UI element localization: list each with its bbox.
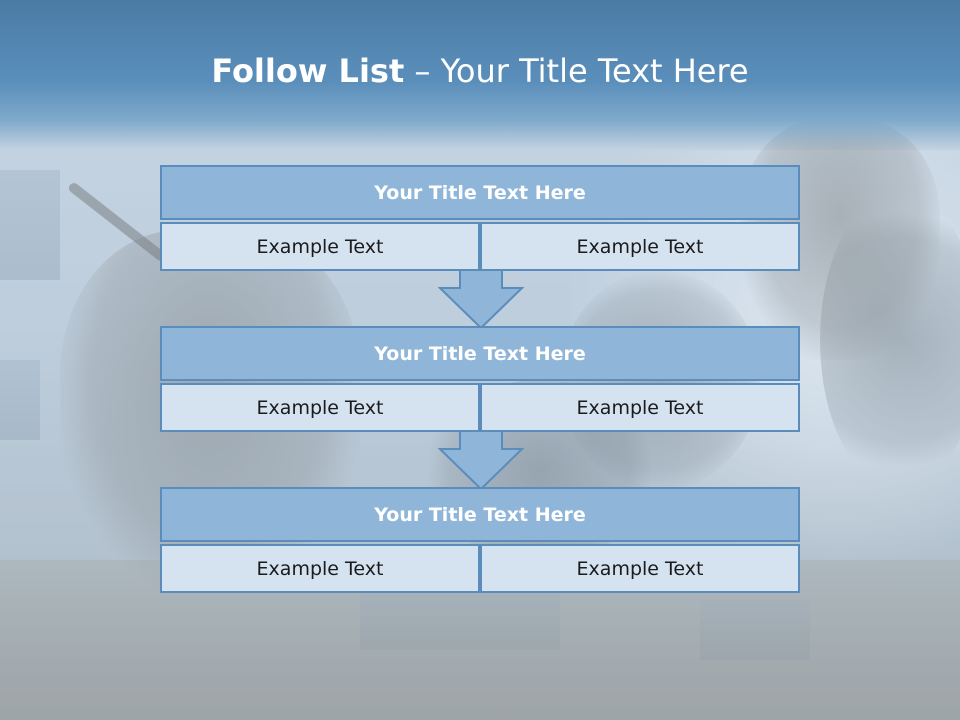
block-title: Your Title Text Here [160,326,800,381]
block-cell-left: Example Text [160,222,480,271]
block-cell-left: Example Text [160,383,480,432]
block-cell-right: Example Text [480,383,800,432]
list-block: Your Title Text Here Example Text Exampl… [160,487,800,593]
list-block: Your Title Text Here Example Text Exampl… [160,326,800,432]
header-band [0,0,960,150]
background-hive [0,170,60,280]
slide-title-rest: – Your Title Text Here [404,52,749,90]
down-arrow-icon [438,431,524,491]
block-title: Your Title Text Here [160,165,800,220]
block-title: Your Title Text Here [160,487,800,542]
block-cell-right: Example Text [480,544,800,593]
slide-title: Follow List – Your Title Text Here [0,52,960,90]
list-block: Your Title Text Here Example Text Exampl… [160,165,800,271]
down-arrow-icon [438,270,524,330]
block-cell-left: Example Text [160,544,480,593]
block-cell-right: Example Text [480,222,800,271]
background-hive [0,360,40,440]
slide-title-bold: Follow List [211,52,405,90]
